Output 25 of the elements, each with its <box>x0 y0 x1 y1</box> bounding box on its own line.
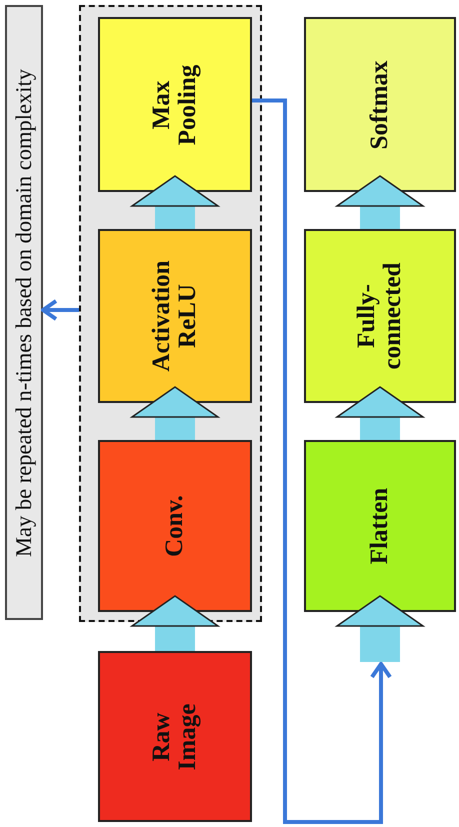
process-box <box>98 651 252 822</box>
block-arrow <box>131 386 219 440</box>
block-arrow <box>336 175 424 229</box>
node-label: Conv. <box>162 494 188 559</box>
block-arrow <box>336 386 424 440</box>
connector-arrow <box>41 299 79 321</box>
block-arrow <box>131 175 219 229</box>
connector-arrow <box>252 98 392 824</box>
process-box <box>98 229 252 403</box>
node-label: Flatten <box>366 486 394 566</box>
node-label: Max Pooling <box>148 63 202 147</box>
note-box <box>5 5 43 620</box>
process-box <box>304 229 456 403</box>
dashed-group-box <box>79 5 262 622</box>
note-text: May be repeated n-times based on domain complexity <box>12 68 36 558</box>
node-label: Fully-connected <box>354 262 406 372</box>
process-box <box>98 440 252 612</box>
block-arrow <box>131 595 219 651</box>
node-label: Softmax <box>366 59 394 151</box>
node-label: Activation ReLU <box>148 259 202 374</box>
process-box <box>98 17 252 192</box>
node-label: Raw Image <box>148 702 202 772</box>
process-box <box>304 17 456 192</box>
block-arrow <box>336 595 424 662</box>
process-box <box>304 440 456 612</box>
